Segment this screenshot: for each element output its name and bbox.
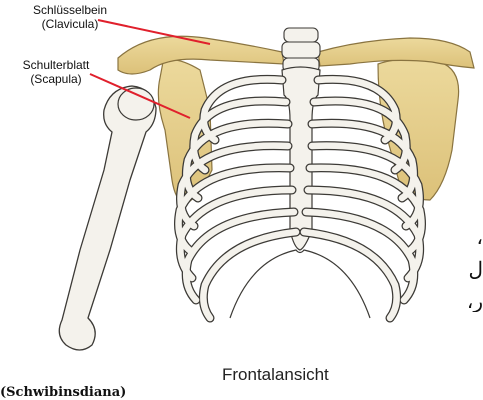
clavicula-label: Schlüsselbein (Clavicula)	[2, 3, 138, 31]
vertebral-column	[282, 28, 320, 72]
humerus-head	[118, 88, 154, 120]
costal-arch	[230, 250, 370, 318]
clavicula-latin-name: (Clavicula)	[2, 17, 138, 31]
view-label: Frontalansicht	[222, 365, 329, 385]
caption-partial: (Schwibinsdiana)	[0, 386, 126, 400]
scapula-latin-name: (Scapula)	[4, 72, 108, 86]
clavicula-german-name: Schlüsselbein	[2, 3, 138, 17]
sternum	[282, 67, 320, 250]
scapula-label: Schulterblatt (Scapula)	[4, 58, 108, 86]
side-text-line-3: رِ،	[444, 290, 483, 312]
side-text-line-2: ڸ	[444, 258, 483, 280]
side-text-line-1: ،	[444, 226, 483, 248]
scapula-german-name: Schulterblatt	[4, 58, 108, 72]
humerus	[59, 86, 156, 350]
